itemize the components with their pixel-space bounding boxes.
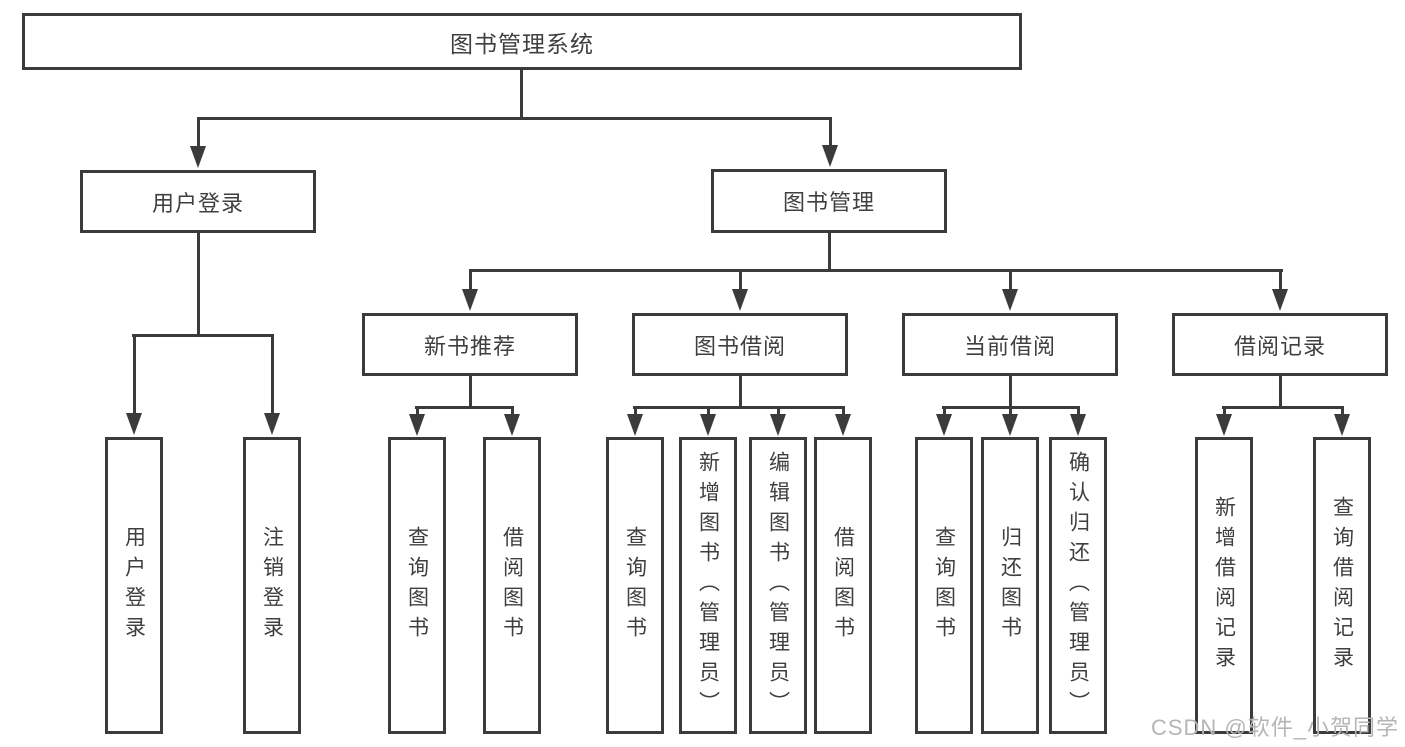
node-borrowing-records: 借阅记录 <box>1172 313 1388 376</box>
arrowhead-icon <box>504 414 520 436</box>
leaf-add-borrow-record: 新增借阅记录 <box>1195 437 1253 734</box>
connector-vline <box>511 406 514 416</box>
arrowhead-icon <box>462 289 478 311</box>
connector-vline <box>469 376 472 407</box>
connector-vline <box>1009 406 1012 416</box>
connector-vline <box>634 406 637 416</box>
connector-vline <box>271 334 274 415</box>
arrowhead-icon <box>770 414 786 436</box>
connector-vline <box>739 269 742 291</box>
leaf-return-book: 归还图书 <box>981 437 1039 734</box>
connector-vline <box>1223 406 1226 416</box>
leaf-logout: 注销登录 <box>243 437 301 734</box>
connector-hline <box>132 334 273 337</box>
connector-vline <box>828 233 831 271</box>
connector-vline <box>1077 406 1080 416</box>
leaf-edit-book-admin: 编辑图书（管理员） <box>749 437 807 734</box>
node-book-management: 图书管理 <box>711 169 947 233</box>
connector-vline <box>777 406 780 416</box>
arrowhead-icon <box>1334 414 1350 436</box>
arrowhead-icon <box>822 145 838 167</box>
arrowhead-icon <box>1216 414 1232 436</box>
connector-vline <box>707 406 710 416</box>
arrowhead-icon <box>1002 414 1018 436</box>
connector-hline <box>633 406 844 409</box>
connector-hline <box>1222 406 1343 409</box>
leaf-user-login: 用户登录 <box>105 437 163 734</box>
node-current-borrowing: 当前借阅 <box>902 313 1118 376</box>
arrowhead-icon <box>409 414 425 436</box>
arrowhead-icon <box>190 146 206 168</box>
leaf-borrow-books: 借阅图书 <box>814 437 872 734</box>
arrowhead-icon <box>627 414 643 436</box>
arrowhead-icon <box>700 414 716 436</box>
arrowhead-icon <box>1002 289 1018 311</box>
node-user-login: 用户登录 <box>80 170 316 233</box>
arrowhead-icon <box>1272 289 1288 311</box>
connector-vline <box>416 406 419 416</box>
connector-vline <box>842 406 845 416</box>
connector-vline <box>829 117 832 147</box>
connector-vline <box>1279 269 1282 291</box>
leaf-borrow-books-recommend: 借阅图书 <box>483 437 541 734</box>
connector-level3-hline <box>469 269 1283 272</box>
arrowhead-icon <box>936 414 952 436</box>
arrowhead-icon <box>835 414 851 436</box>
leaf-query-books-recommend: 查询图书 <box>388 437 446 734</box>
leaf-query-books-borrowing: 查询图书 <box>606 437 664 734</box>
arrowhead-icon <box>264 413 280 435</box>
connector-vline <box>197 117 200 147</box>
connector-root-trunk <box>520 69 523 118</box>
connector-vline <box>197 232 200 335</box>
arrowhead-icon <box>1070 414 1086 436</box>
connector-vline <box>1341 406 1344 416</box>
arrowhead-icon <box>126 413 142 435</box>
connector-vline <box>469 269 472 291</box>
watermark-text: CSDN @软件_小贺同学 <box>1150 715 1399 740</box>
connector-vline <box>1009 376 1012 407</box>
node-book-borrowing: 图书借阅 <box>632 313 848 376</box>
connector-level2-hline <box>197 117 831 120</box>
connector-vline <box>1279 376 1282 407</box>
connector-hline <box>415 406 514 409</box>
node-new-book-recommendation: 新书推荐 <box>362 313 578 376</box>
leaf-confirm-return-admin: 确认归还（管理员） <box>1049 437 1107 734</box>
leaf-add-book-admin: 新增图书（管理员） <box>679 437 737 734</box>
connector-vline <box>943 406 946 416</box>
leaf-query-books-current: 查询图书 <box>915 437 973 734</box>
connector-vline <box>1009 269 1012 291</box>
connector-vline <box>133 334 136 415</box>
node-library-management-system: 图书管理系统 <box>22 13 1022 70</box>
leaf-query-borrow-record: 查询借阅记录 <box>1313 437 1371 734</box>
connector-vline <box>739 376 742 407</box>
arrowhead-icon <box>732 289 748 311</box>
